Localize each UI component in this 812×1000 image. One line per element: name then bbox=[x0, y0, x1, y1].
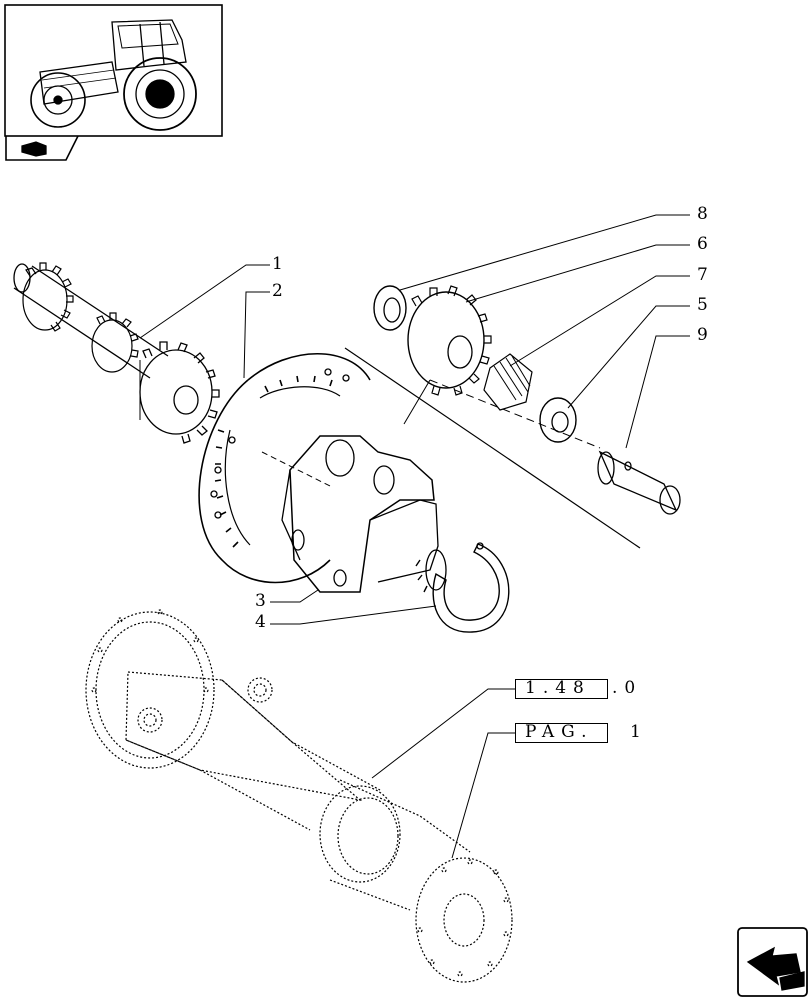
section-reference-link[interactable]: 1.48 bbox=[515, 679, 608, 699]
thrust-washer-5 bbox=[539, 397, 577, 443]
page-reference-link[interactable]: PAG. bbox=[515, 723, 608, 743]
callout-4: 4 bbox=[255, 612, 266, 632]
snap-ring bbox=[432, 542, 510, 633]
planet-carrier bbox=[281, 435, 447, 593]
page-reference-number: 1 bbox=[630, 722, 648, 742]
ring-gear bbox=[198, 353, 371, 584]
thrust-washer-8 bbox=[373, 285, 407, 331]
callout-6: 6 bbox=[697, 234, 708, 254]
planet-gear bbox=[407, 285, 492, 396]
pinion-shaft bbox=[13, 262, 220, 444]
planet-pin bbox=[597, 450, 681, 515]
callout-9: 9 bbox=[697, 325, 708, 345]
next-page-arrow-icon[interactable] bbox=[737, 927, 808, 997]
callout-3: 3 bbox=[255, 591, 266, 611]
callout-7: 7 bbox=[697, 265, 708, 285]
callout-2: 2 bbox=[272, 281, 283, 301]
callout-1: 1 bbox=[272, 254, 283, 274]
section-reference-suffix: .0 bbox=[612, 678, 643, 698]
callout-5: 5 bbox=[697, 295, 708, 315]
needle-bearing bbox=[483, 353, 533, 411]
callout-8: 8 bbox=[697, 204, 708, 224]
tractor-thumbnail-icon[interactable] bbox=[4, 4, 223, 137]
book-section-icon[interactable] bbox=[5, 135, 79, 161]
leader-lines bbox=[139, 214, 690, 859]
axle-housing bbox=[85, 609, 513, 983]
